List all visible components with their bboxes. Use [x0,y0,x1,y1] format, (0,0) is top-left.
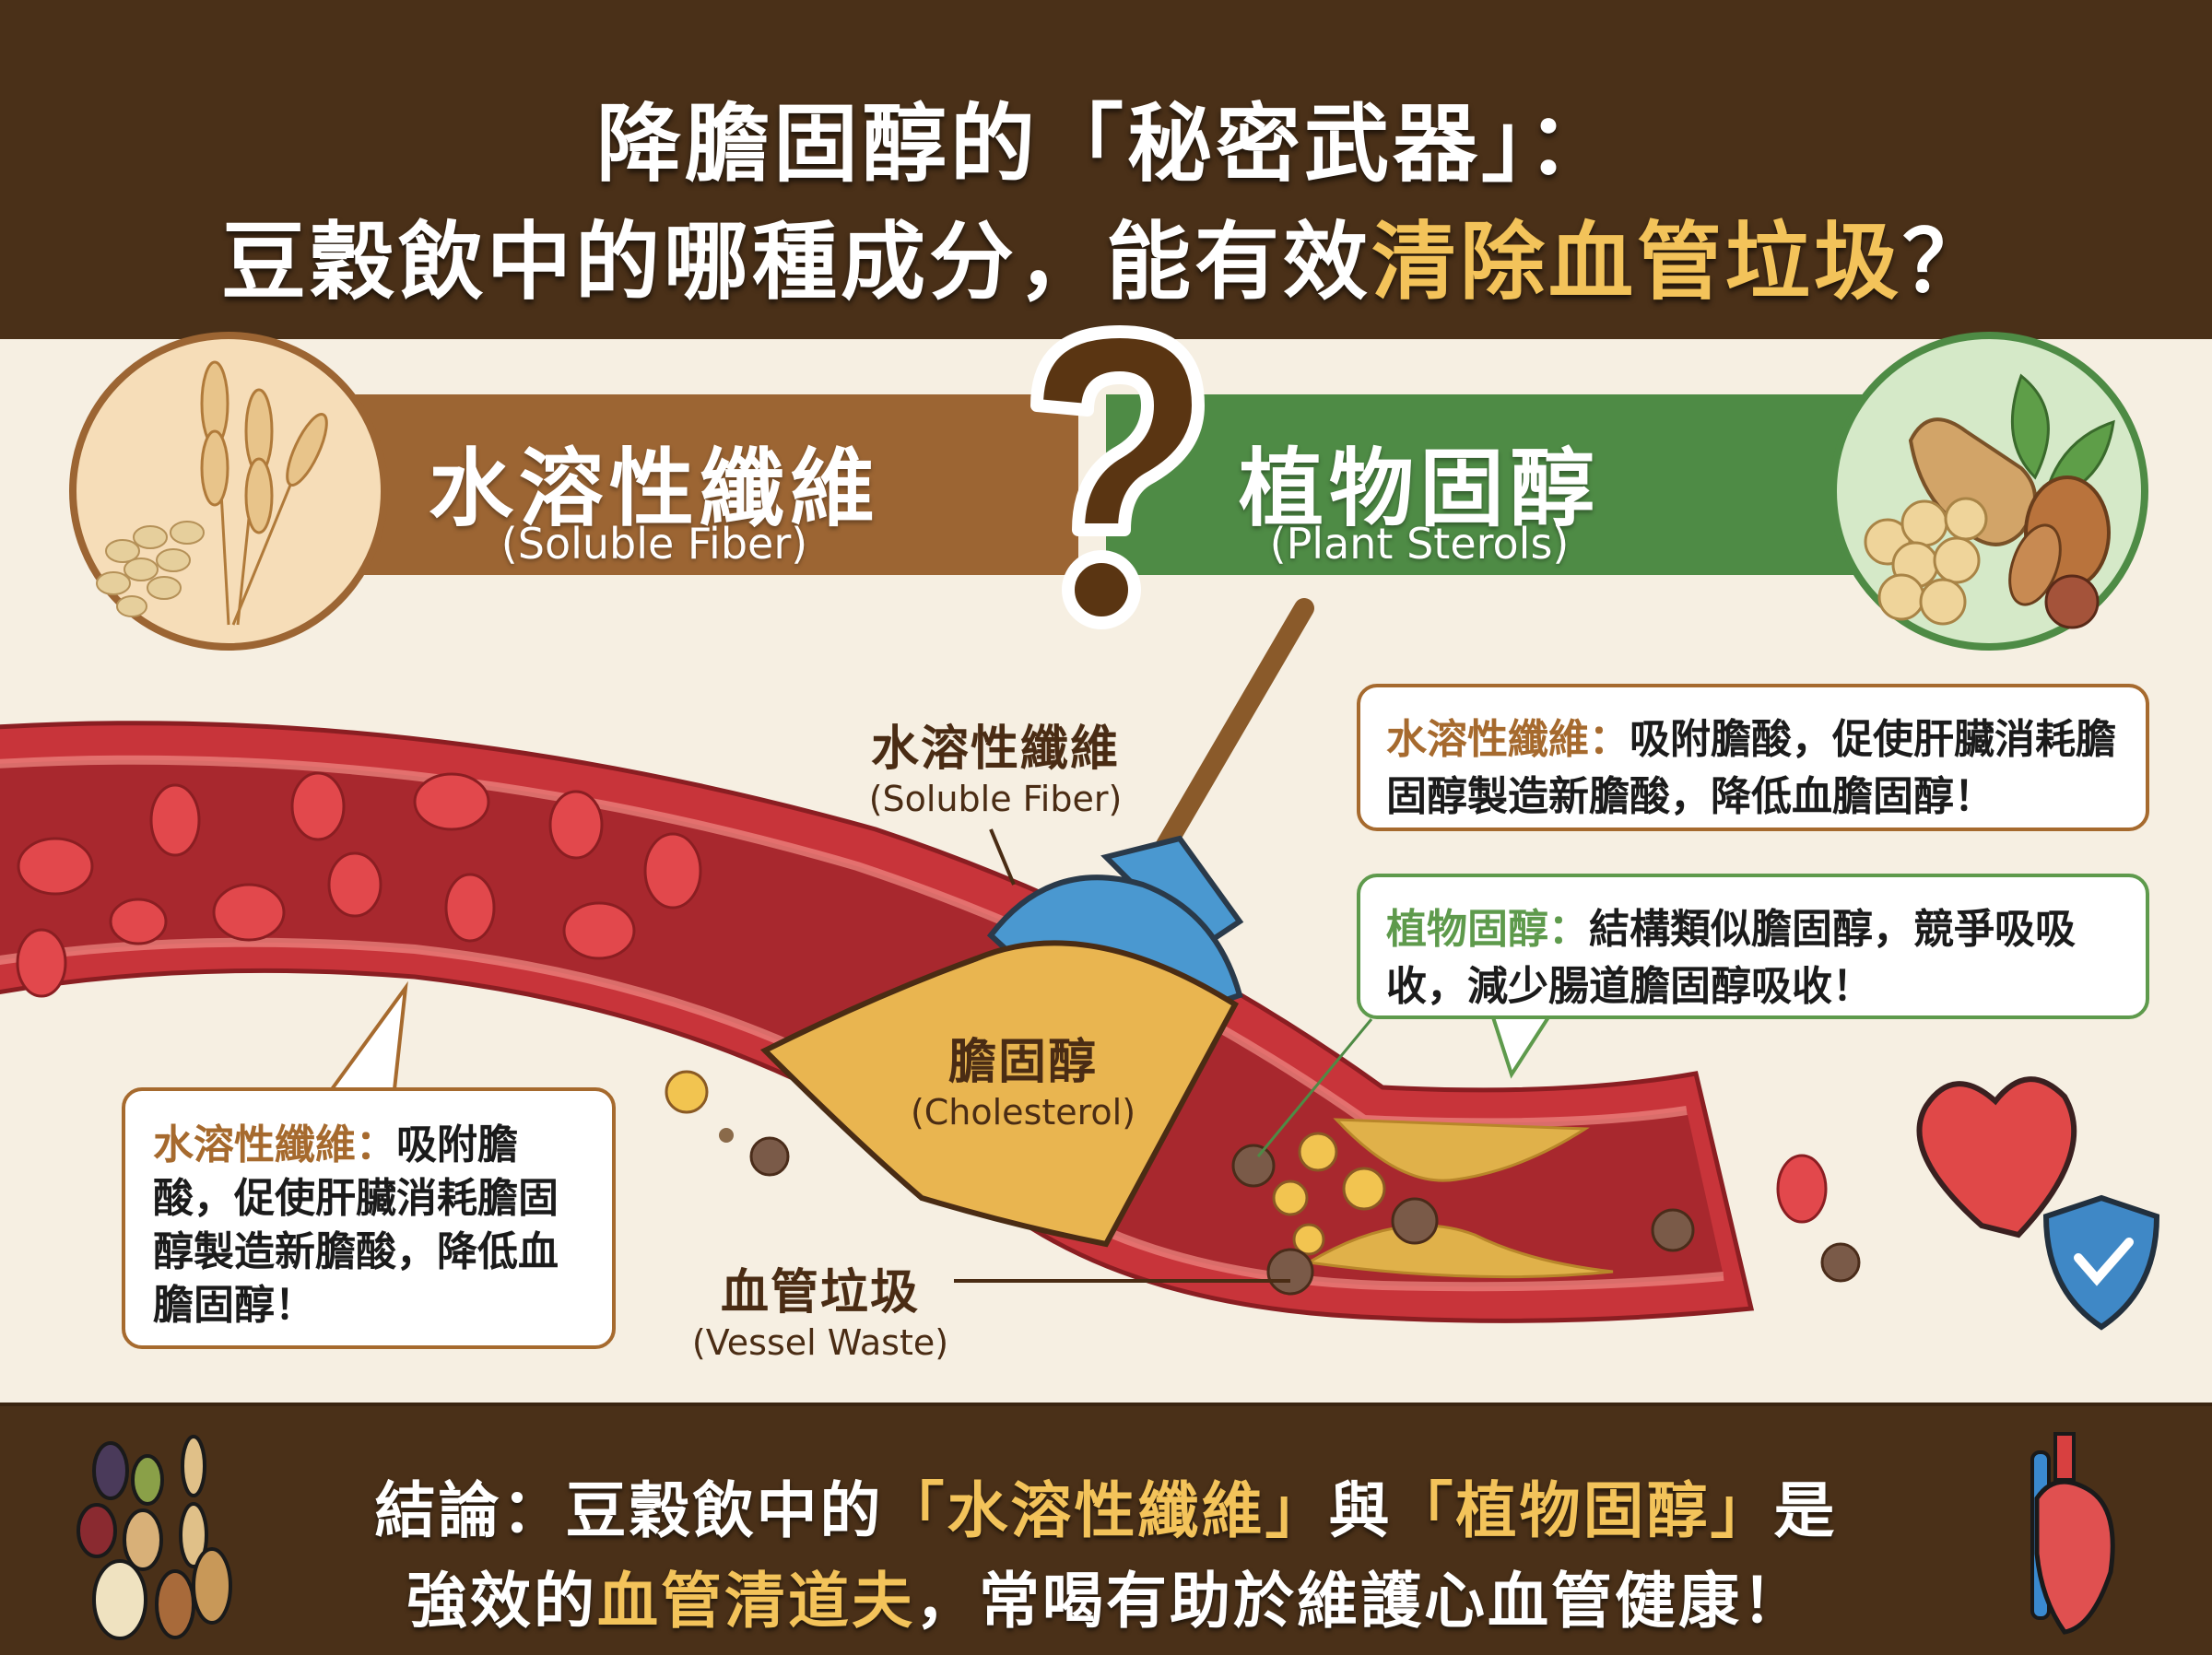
cholesterol-label-zh: 膽固醇 [947,1035,1098,1090]
broom-label-en: (Soluble Fiber) [868,779,1123,819]
bubble-text: 結構類似膽固醇，競爭吸吸收，減少腸道膽固醇吸收！ [1386,906,2076,1010]
title-text: 豆穀飲中的哪種成分，能有效 [220,213,1371,311]
conclusion-line1: 結論：豆穀飲中的「水溶性纖維」與「植物固醇」是 [304,1461,1908,1550]
title-question: ？ [1902,213,1992,311]
question-mark-icon [1030,325,1205,629]
page-title-line2: 豆穀飲中的哪種成分，能有效清除血管垃圾？ [0,194,2212,316]
header: 降膽固醇的「秘密武器」： 豆穀飲中的哪種成分，能有效清除血管垃圾？ [0,0,2212,339]
bubble-key: 植物固醇： [1386,906,1589,953]
bubble-key: 水溶性纖維： [153,1121,396,1168]
vessel-waste-label: 血管垃圾 (Vessel Waste) [673,1253,968,1363]
broom-label-zh: 水溶性纖維 [870,722,1120,777]
conclusion-text: 與 [1328,1475,1393,1546]
conclusion-highlight-sterols: 「植物固醇」 [1392,1475,1774,1546]
beans-grains-icon [76,1435,232,1640]
conclusion-text: 結論：豆穀飲中的 [374,1475,884,1546]
footer-conclusion: 結論：豆穀飲中的「水溶性纖維」與「植物固醇」是 強效的血管清道夫，常喝有助於維護… [0,1403,2212,1655]
bubble-text: 吸附膽酸，促使肝臟消耗膽固醇製造新膽酸，降低血膽固醇！ [1386,716,2116,820]
conclusion-text: ，常喝有助於維護心血管健康！ [915,1566,1806,1637]
soluble-fiber-bubble-right: 水溶性纖維：吸附膽酸，促使肝臟消耗膽固醇製造新膽酸，降低血膽固醇！ [1357,684,2149,831]
vessel-waste-label-en: (Vessel Waste) [691,1322,949,1363]
plant-sterols-bubble: 植物固醇：結構類似膽固醇，競爭吸吸收，減少腸道膽固醇吸收！ [1357,874,2149,1019]
anatomical-heart-icon [2030,1432,2115,1635]
conclusion-highlight-scavenger: 血管清道夫 [597,1566,915,1637]
title-highlight: 清除血管垃圾 [1371,213,1902,311]
soluble-fiber-bubble-left: 水溶性纖維：吸附膽酸，促使肝臟消耗膽固醇製造新膽酸，降低血膽固醇！ [122,1087,616,1349]
soluble-fiber-subtitle: (Soluble Fiber) [500,519,808,569]
bubble-key: 水溶性纖維： [1386,716,1630,763]
conclusion-text: 強效的 [406,1566,597,1637]
conclusion-line2: 強效的血管清道夫，常喝有助於維護心血管健康！ [304,1552,1908,1640]
bubble-text: 吸附膽酸，促使肝臟消耗膽固醇製造新膽酸，降低血膽固醇！ [153,1121,559,1329]
plant-sterols-banner: 植物固醇 (Plant Sterols) [1106,394,1899,575]
soluble-fiber-title: 水溶性纖維 [428,440,880,538]
plant-sterols-subtitle: (Plant Sterols) [1269,519,1570,569]
vessel-waste-label-zh: 血管垃圾 [720,1265,920,1320]
wheat-grain-icon [69,332,388,651]
page-title-line1: 降膽固醇的「秘密武器」： [595,95,1616,194]
nuts-soybean-icon [1830,332,2148,651]
cholesterol-label: 膽固醇 (Cholesterol) [885,1023,1161,1133]
cholesterol-label-en: (Cholesterol) [910,1092,1136,1133]
broom-label: 水溶性纖維 (Soluble Fiber) [830,710,1161,819]
conclusion-text: 是 [1773,1475,1838,1546]
plant-sterols-title: 植物固醇 [1238,440,1600,538]
conclusion-highlight-fiber: 「水溶性纖維」 [883,1475,1329,1546]
